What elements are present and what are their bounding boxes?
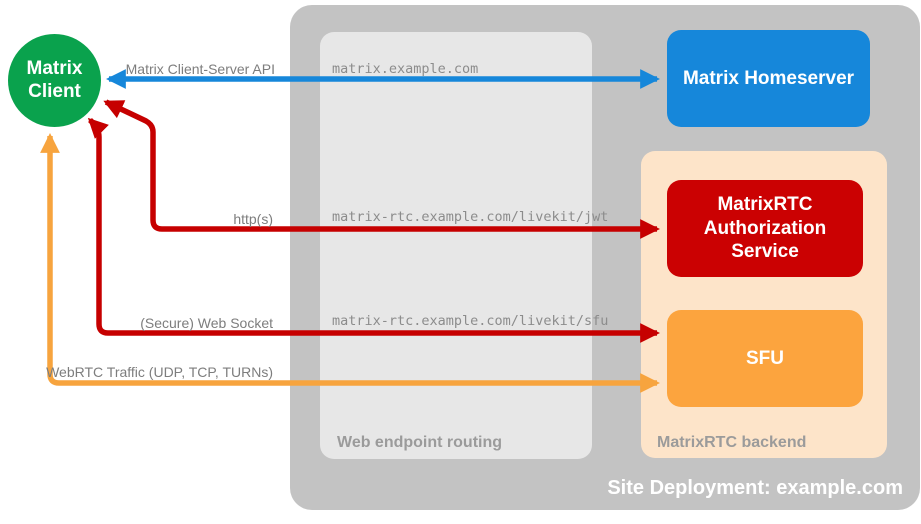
- matrixrtc-authorization-service-label: MatrixRTC Authorization Service: [703, 193, 827, 263]
- route-matrix-example: matrix.example.com: [332, 61, 479, 77]
- sfu-label: SFU: [746, 347, 784, 369]
- matrixrtc-backend-caption: MatrixRTC backend: [657, 434, 807, 451]
- websocket-label: (Secure) Web Socket: [140, 315, 273, 331]
- matrixrtc-authorization-service-node: MatrixRTC Authorization Service: [667, 180, 863, 277]
- matrix-client-node: Matrix Client: [8, 34, 101, 127]
- web-endpoint-routing-caption: Web endpoint routing: [337, 434, 503, 451]
- web-endpoint-routing-container: [320, 32, 592, 459]
- route-livekit-sfu: matrix-rtc.example.com/livekit/sfu: [332, 313, 609, 329]
- route-livekit-jwt: matrix-rtc.example.com/livekit/jwt: [332, 209, 609, 225]
- matrix-homeserver-label: Matrix Homeserver: [682, 67, 855, 89]
- matrix-client-label: Matrix Client: [26, 57, 83, 102]
- webrtc-traffic-label: WebRTC Traffic (UDP, TCP, TURNs): [46, 364, 273, 380]
- https-label: http(s): [233, 211, 273, 227]
- sfu-node: SFU: [667, 310, 863, 407]
- matrix-homeserver-node: Matrix Homeserver: [667, 30, 870, 127]
- site-deployment-caption: Site Deployment: example.com: [607, 477, 903, 499]
